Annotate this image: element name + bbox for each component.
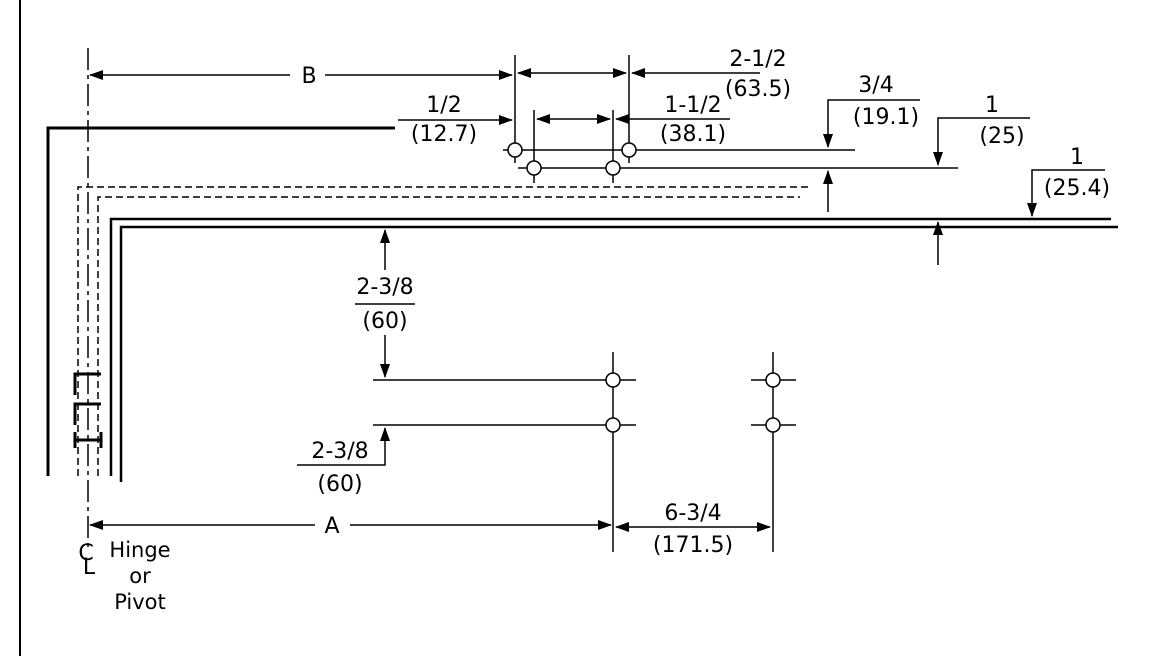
hole: [605, 417, 621, 433]
centerline-caption-pivot: Pivot: [114, 590, 166, 614]
dimension-1-25: [933, 117, 1030, 265]
hole: [621, 142, 637, 158]
hole: [507, 142, 523, 158]
dimension-2-1-2-fraction: 2-1/2: [729, 47, 786, 72]
dimension-1-2-mm: (12.7): [411, 122, 477, 147]
dimension-b-label: B: [301, 64, 316, 89]
dimension-2-1-2-mm: (63.5): [725, 77, 791, 102]
dimension-6-3-4-fraction: 6-3/4: [664, 501, 721, 526]
dimension-2-3-8-upper-fraction: 2-3/8: [356, 275, 413, 300]
dimension-2-3-8-lower-leader: [297, 427, 390, 466]
hole: [526, 160, 542, 176]
centerline-caption-or: or: [129, 564, 151, 588]
centerline-symbol-c: C: [78, 541, 93, 566]
lower-holes: [605, 372, 781, 433]
frame-outline: [46, 126, 1118, 482]
dimension-3-4: [823, 99, 920, 212]
centerline-symbol-l: L: [83, 555, 96, 580]
lower-hole-pattern: [373, 352, 796, 552]
hole: [605, 372, 621, 388]
dimension-1-1-2-mm: (38.1): [660, 122, 726, 147]
dimension-3-4-fraction: 3/4: [858, 73, 893, 98]
dimension-2-3-8-lower-mm: (60): [317, 472, 362, 497]
dimension-1-254-leader: [1027, 169, 1105, 217]
hole: [765, 417, 781, 433]
hinge-brackets: [73, 372, 103, 448]
centerline-caption-hinge: Hinge: [109, 538, 170, 562]
dimension-2-3-8-upper-mm: (60): [362, 309, 407, 334]
dimension-1-1-2-fraction: 1-1/2: [664, 93, 721, 118]
dimension-1-25-mm: (25): [979, 124, 1024, 149]
upper-holes: [507, 142, 637, 176]
dimension-1-254-fraction: 1: [1070, 145, 1084, 170]
dimension-2-3-8-lower-fraction: 2-3/8: [311, 439, 368, 464]
dimension-1-25-fraction: 1: [985, 93, 999, 118]
dimension-3-4-mm: (19.1): [853, 105, 919, 130]
hole: [605, 160, 621, 176]
hole: [765, 372, 781, 388]
dimension-1-2-fraction: 1/2: [426, 93, 461, 118]
dimension-a-label: A: [324, 514, 339, 539]
dimension-2-3-8-upper: [355, 229, 415, 378]
dimension-1-254-mm: (25.4): [1044, 176, 1110, 201]
dimension-6-3-4-mm: (171.5): [653, 533, 733, 558]
